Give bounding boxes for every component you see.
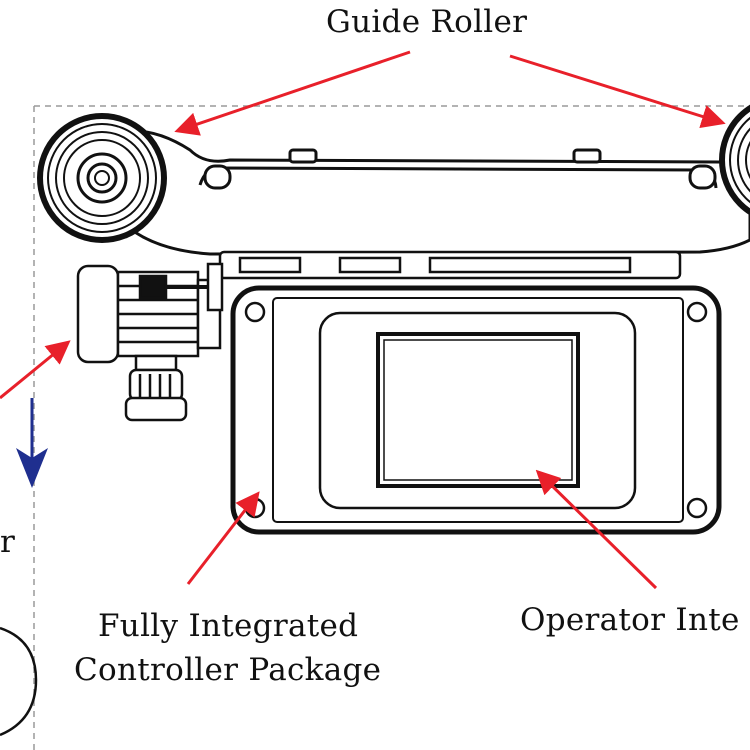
arrow-operator-interface (535, 469, 658, 590)
label-controller-package-line1: Fully Integrated (98, 608, 359, 644)
label-guide-roller: Guide Roller (326, 4, 528, 40)
arrow-guide-roller-right (509, 54, 726, 129)
arrow-sensor (0, 340, 71, 400)
callout-arrows (0, 50, 726, 590)
operator-display (318, 311, 637, 510)
frame-arm (96, 129, 750, 256)
label-controller-package-line2: Controller Package (74, 652, 382, 688)
partial-circle (0, 626, 38, 737)
sensor-housing (76, 262, 224, 422)
guide-roller-left (37, 113, 167, 243)
direction-arrow (16, 398, 48, 488)
label-operator-interface: Operator Inte (520, 602, 740, 638)
arrow-controller-package (186, 491, 260, 585)
label-left-fragment: r (0, 524, 16, 560)
arrow-guide-roller-left (174, 50, 411, 136)
guide-roller-right (719, 104, 750, 216)
dashed-outline (33, 105, 750, 750)
mounting-bracket (218, 250, 682, 280)
